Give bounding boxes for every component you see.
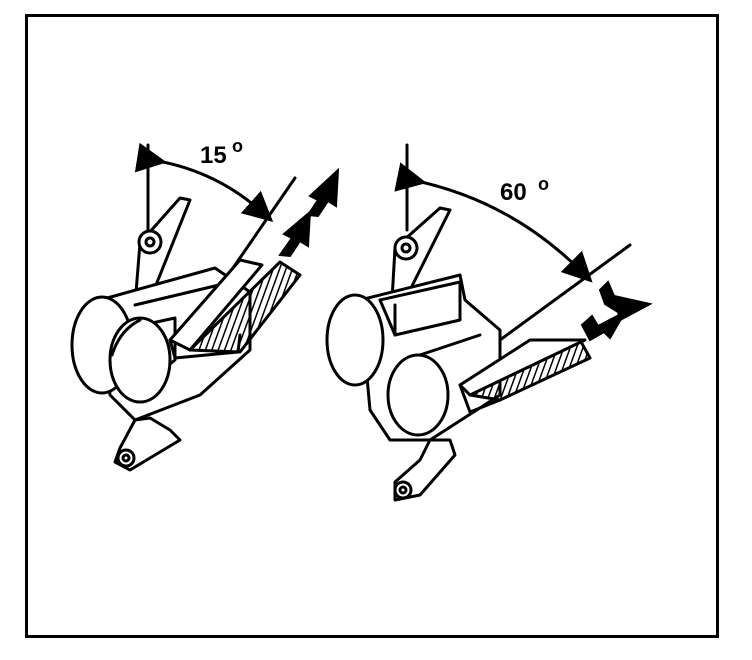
left-angle-arc: [134, 142, 274, 222]
left-motion-arrows: [278, 167, 340, 258]
left-assembly: [70, 142, 302, 472]
left-angle-label: 15: [200, 142, 227, 169]
right-rear-drum: [325, 293, 385, 387]
right-front-drum: [386, 353, 450, 437]
right-assembly: [325, 143, 632, 502]
right-angle-degree-symbol: o: [538, 174, 549, 194]
left-hatched-slider: [188, 260, 302, 354]
right-arrow-inner: [580, 309, 628, 342]
right-angle-label: 60: [500, 179, 527, 206]
right-angled-reference-line: [498, 243, 632, 342]
right-motion-arrows: [580, 280, 653, 342]
left-front-drum: [108, 316, 172, 404]
left-arrow-outer: [306, 167, 340, 218]
left-angle-degree-symbol: o: [232, 136, 243, 156]
left-arrow-inner: [278, 209, 312, 258]
right-angle-arc: [394, 162, 593, 283]
right-arrow-outer: [598, 280, 653, 322]
